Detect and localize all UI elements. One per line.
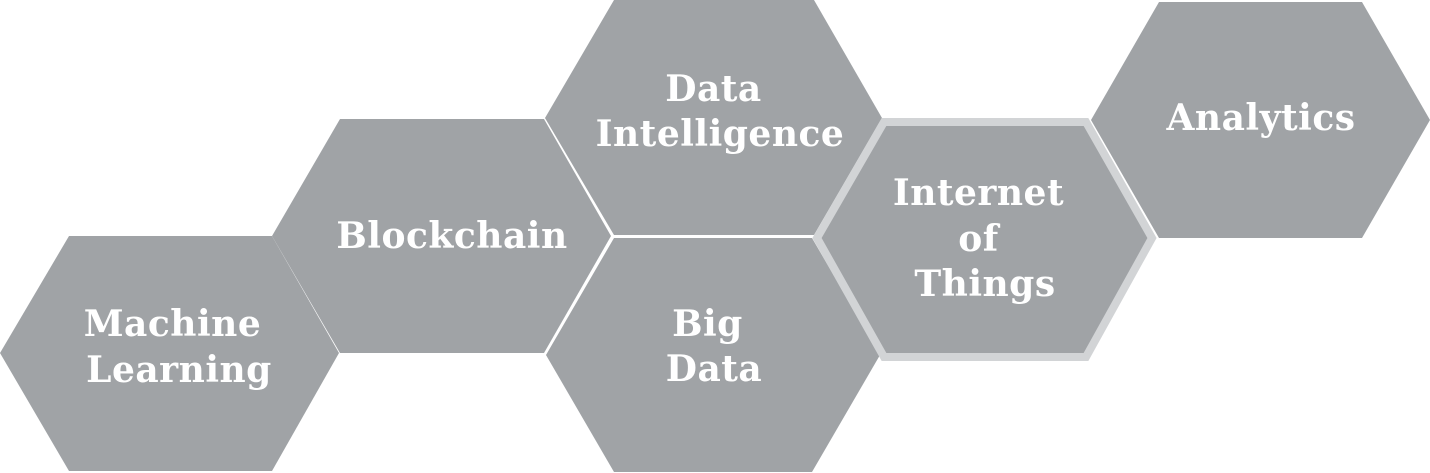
label-line: Things (914, 263, 1055, 305)
hexagon-shape (545, 0, 882, 235)
hexagon-highlight-border (812, 118, 1157, 361)
hexagon-label: Big Data (666, 303, 763, 390)
label-line: Internet (893, 172, 1064, 214)
hexagon-shape (546, 238, 880, 472)
hexagon-label: Machine Learning (84, 303, 275, 391)
label-line: Intelligence (596, 113, 845, 155)
hexagon-shape (817, 122, 1152, 357)
hexagon-blockchain: Blockchain (272, 119, 611, 353)
label-line: Data (665, 68, 762, 110)
hexagon-analytics: Analytics (1091, 2, 1430, 238)
hexagon-shape (0, 236, 339, 471)
label-line: Blockchain (336, 215, 567, 257)
hexagon-label: Blockchain (336, 215, 567, 257)
label-line: Learning (86, 349, 272, 391)
hexagon-shape (1091, 2, 1430, 238)
hexagon-label: Analytics (1165, 97, 1355, 139)
hexagon-label: Internet of Things (893, 172, 1077, 305)
label-line: Analytics (1165, 97, 1355, 139)
label-line: Data (666, 348, 763, 390)
hexagon-internet-of-things: Internet of Things (812, 118, 1157, 361)
hexagon-shape (272, 119, 611, 353)
label-line: of (958, 218, 1001, 260)
hexagon-big-data: Big Data (546, 238, 880, 472)
label-line: Big (672, 303, 743, 345)
hexagon-machine-learning: Machine Learning (0, 236, 339, 471)
hexagon-data-intelligence: Data Intelligence (545, 0, 882, 235)
hexagon-label: Data Intelligence (596, 68, 845, 155)
label-line: Machine (84, 303, 262, 345)
